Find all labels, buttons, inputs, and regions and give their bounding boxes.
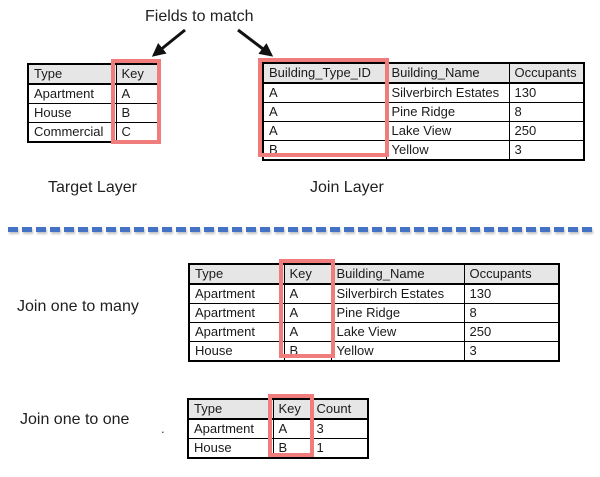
one-one-key-column-highlight	[268, 394, 314, 457]
table-cell: A	[283, 303, 332, 323]
column-header: Building_Name	[330, 263, 465, 285]
table-cell: A	[262, 121, 387, 141]
table-cell: 8	[463, 303, 560, 323]
table-cell: Apartment	[187, 418, 274, 439]
table-cell: Apartment	[188, 283, 285, 304]
column-header: Count	[310, 398, 369, 420]
join-layer-label: Join Layer	[310, 179, 384, 196]
table-cell: Apartment	[188, 322, 285, 342]
table-cell: A	[283, 322, 332, 342]
table-cell: House	[187, 438, 274, 459]
table-cell: 130	[508, 82, 585, 103]
table-cell: 1	[310, 438, 369, 459]
table-cell: A	[272, 418, 312, 439]
column-header: Type	[188, 263, 285, 285]
table-cell: 3	[310, 418, 369, 439]
table-cell: Silverbirch Estates	[385, 82, 510, 103]
dashed-divider	[8, 227, 592, 232]
fields-to-match-title: Fields to match	[145, 8, 254, 25]
column-header: Key	[272, 398, 312, 420]
table-cell: Lake View	[330, 322, 465, 342]
table-cell: Lake View	[385, 121, 510, 141]
table-cell: House	[188, 341, 285, 362]
arrow-to-join-key-icon	[237, 28, 274, 57]
column-header: Key	[283, 263, 332, 285]
table-cell: Apartment	[188, 303, 285, 323]
table-cell: Yellow	[385, 140, 510, 161]
table-cell: 3	[463, 341, 560, 362]
arrow-to-target-key-icon	[151, 28, 186, 57]
column-header: Occupants	[508, 62, 585, 84]
column-header: Building_Type_ID	[262, 62, 387, 84]
table-cell: 3	[508, 140, 585, 161]
table-cell: Apartment	[27, 83, 117, 104]
column-header: Type	[187, 398, 274, 420]
table-cell: 250	[463, 322, 560, 342]
table-cell: Pine Ridge	[385, 102, 510, 122]
column-header: Building_Name	[385, 62, 510, 84]
one-many-key-column-highlight	[279, 259, 335, 358]
join-one-to-many-label: Join one to many	[17, 298, 139, 315]
join-key-column-highlight	[258, 58, 389, 157]
table-cell: A	[262, 82, 387, 103]
column-header: Key	[115, 63, 159, 85]
stray-period-mark: .	[161, 421, 165, 436]
table-cell: 8	[508, 102, 585, 122]
table-cell: 250	[508, 121, 585, 141]
table-cell: House	[27, 103, 117, 123]
table-cell: 130	[463, 283, 560, 304]
table-cell: Silverbirch Estates	[330, 283, 465, 304]
target-layer-label: Target Layer	[48, 179, 137, 196]
target-key-column-highlight	[111, 59, 161, 144]
match-arrows	[151, 28, 274, 57]
table-cell: Yellow	[330, 341, 465, 362]
table-cell: Pine Ridge	[330, 303, 465, 323]
join-one-to-one-label: Join one to one	[20, 411, 130, 428]
column-header: Occupants	[463, 263, 560, 285]
table-cell: B	[115, 103, 159, 123]
column-header: Type	[27, 63, 117, 85]
table-cell: Commercial	[27, 122, 117, 143]
